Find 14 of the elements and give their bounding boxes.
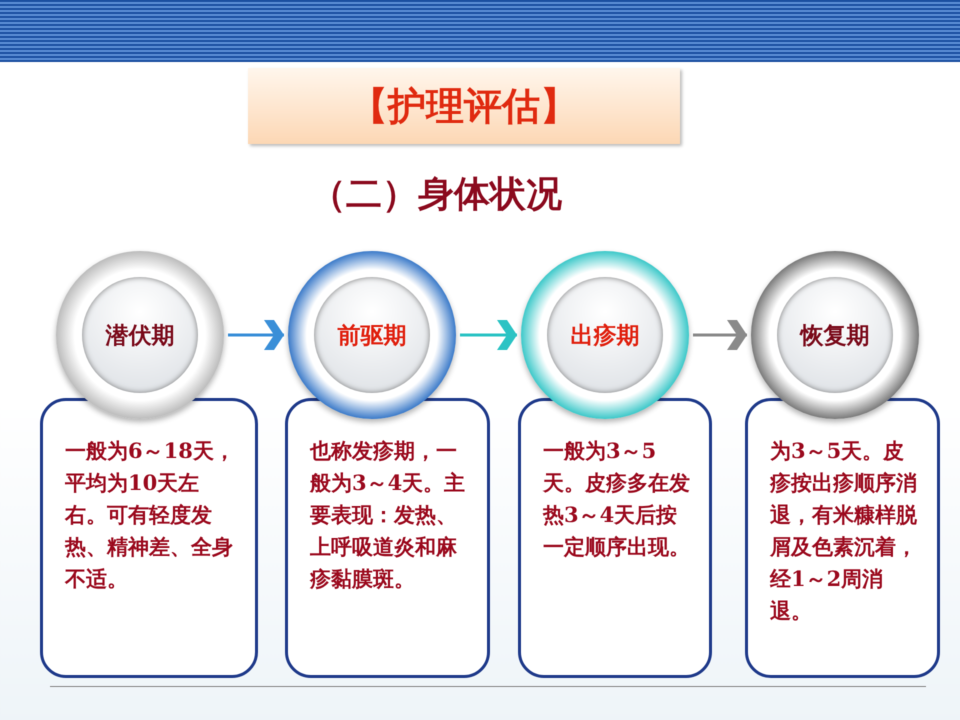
stage-label: 恢复期: [800, 320, 870, 350]
description-card: [745, 398, 940, 678]
title: 【护理评估】: [350, 82, 578, 130]
stage-label: 潜伏期: [106, 320, 174, 350]
stage-label: 出疹期: [570, 320, 640, 350]
stage-label: 前驱期: [338, 320, 406, 350]
description-text: 也称发疹期，一般为3～4天。主要表现：发热、上呼吸道炎和麻疹黏膜斑。: [310, 437, 466, 593]
description-card: [518, 398, 712, 678]
description-text: 一般为3～5天。皮疹多在发热3～4天后按一定顺序出现。: [543, 437, 691, 561]
description-card: [40, 398, 258, 678]
subtitle: （二）身体状况: [310, 172, 562, 217]
description-text: 一般为6～18天，平均为10天左右。可有轻度发热、精神差、全身不适。: [65, 437, 236, 593]
description-text: 为3～5天。皮疹按出疹顺序消退，有米糠样脱屑及色素沉着，经1～2周消退。: [770, 437, 918, 625]
description-card: [285, 398, 490, 678]
